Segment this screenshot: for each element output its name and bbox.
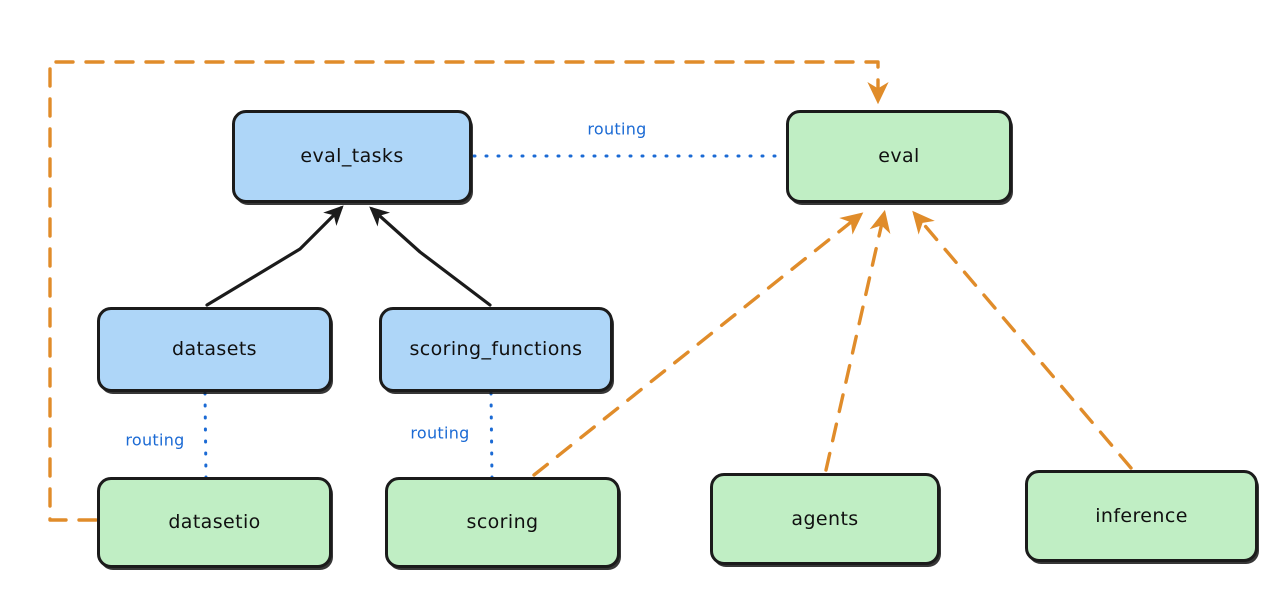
node-scoring-functions-label: scoring_functions <box>409 338 583 361</box>
edge-label-datasetio-routing: routing <box>125 430 185 450</box>
edge-datasets-to-datasetio <box>203 391 208 480</box>
node-agents[interactable]: agents <box>710 473 940 565</box>
node-eval-tasks[interactable]: eval_tasks <box>232 110 472 203</box>
edge-scoring-functions-to-scoring <box>489 391 494 480</box>
node-datasetio[interactable]: datasetio <box>97 477 332 568</box>
edge-label-scoring-routing: routing <box>410 423 470 443</box>
edge-inference-to-eval <box>912 210 1133 470</box>
node-datasets-label: datasets <box>172 338 257 361</box>
node-eval-tasks-label: eval_tasks <box>300 145 404 168</box>
node-inference-label: inference <box>1095 504 1188 527</box>
node-scoring-functions[interactable]: scoring_functions <box>379 307 613 392</box>
edge-scoring-functions-to-eval-tasks <box>369 206 492 307</box>
node-datasets[interactable]: datasets <box>97 307 332 392</box>
node-eval[interactable]: eval <box>786 110 1012 203</box>
node-scoring-label: scoring <box>466 511 539 534</box>
edge-datasets-to-eval-tasks <box>205 205 344 307</box>
node-eval-label: eval <box>878 145 920 168</box>
node-datasetio-label: datasetio <box>168 511 261 534</box>
edge-agents-to-eval <box>824 209 891 472</box>
node-inference[interactable]: inference <box>1025 470 1258 562</box>
node-scoring[interactable]: scoring <box>385 477 620 568</box>
edge-label-eval-routing: routing <box>587 119 647 139</box>
node-agents-label: agents <box>791 507 859 530</box>
